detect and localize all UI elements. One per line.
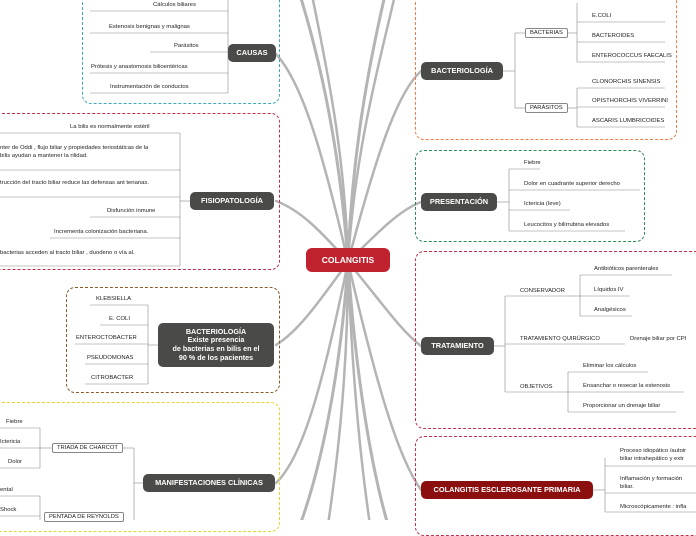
objetivos-label[interactable]: OBJETIVOS bbox=[520, 384, 553, 390]
esclerosante-node[interactable]: COLANGITIS ESCLEROSANTE PRIMARIA bbox=[421, 481, 593, 499]
tratamiento-node[interactable]: TRATAMIENTO bbox=[421, 337, 494, 355]
pentada-item[interactable]: Shock bbox=[0, 507, 17, 513]
causas-item[interactable]: Prótesis y anastomosis bilioentéricas bbox=[91, 64, 188, 70]
triada-item[interactable]: Ictericia bbox=[0, 439, 21, 445]
bacteriologia-left-group-box bbox=[66, 287, 280, 393]
quirurgico-item[interactable]: Drenaje biliar por CPI bbox=[630, 336, 687, 342]
esclerosante-item[interactable]: Inflamación y formación biliar. bbox=[620, 476, 683, 490]
conservador-item[interactable]: Líquidos IV bbox=[594, 287, 624, 293]
triada-item[interactable]: Dolor bbox=[8, 459, 23, 465]
fisiopatologia-item[interactable]: nter de Oddi , flujo biliar y propiedade… bbox=[0, 145, 149, 159]
fisiopatologia-node[interactable]: FISIOPATOLOGÍA bbox=[190, 192, 274, 210]
esclerosante-item[interactable]: Proceso idiopático /autoir biliar intrah… bbox=[620, 448, 687, 462]
connector-lines bbox=[0, 0, 696, 520]
fisiopatologia-item[interactable]: Incrementa colonización bacteriana. bbox=[54, 229, 149, 235]
triada-item[interactable]: Fiebre bbox=[6, 419, 23, 425]
causas-item[interactable]: Cálculos biliares bbox=[153, 2, 196, 8]
pentada-reynolds-label[interactable]: PENTADA DE REYNOLDS bbox=[44, 512, 124, 522]
fisiopatologia-item[interactable]: La bilis es normalmente estéril bbox=[70, 124, 150, 130]
objetivos-item[interactable]: Eliminar los cálculos bbox=[583, 363, 637, 369]
presentacion-item[interactable]: Ictericia (leve) bbox=[524, 201, 561, 207]
fisiopatologia-item[interactable]: trucción del tracto biliar reduce las de… bbox=[0, 180, 149, 186]
pentada-item[interactable]: ental bbox=[0, 487, 13, 493]
manifestaciones-node[interactable]: MANIFESTACIONES CLÍNICAS bbox=[143, 474, 275, 492]
presentacion-node[interactable]: PRESENTACIÓN bbox=[421, 193, 497, 211]
quirurgico-label[interactable]: TRATAMIENTO QUIRÚRGICO bbox=[520, 336, 600, 342]
causas-item[interactable]: Instrumentación de conductos bbox=[110, 84, 189, 90]
causas-node[interactable]: CAUSAS bbox=[228, 44, 276, 62]
conservador-item[interactable]: Analgésicos bbox=[594, 307, 626, 313]
presentacion-item[interactable]: Fiebre bbox=[524, 160, 541, 166]
bacterias-item[interactable]: E.COLI bbox=[592, 13, 612, 19]
fisiopatologia-item[interactable]: bacterias acceden al tracto biliar , duo… bbox=[0, 250, 135, 256]
esclerosante-item[interactable]: Microscópicamente : infla bbox=[620, 504, 687, 510]
objetivos-item[interactable]: Ensanchar o resecar la estenosis bbox=[583, 383, 671, 389]
bacterias-label[interactable]: BACTERIAS bbox=[525, 28, 568, 38]
bacterias-item[interactable]: BACTEROIDES bbox=[592, 33, 635, 39]
parasitos-item[interactable]: ASCARIS LUMBRICOIDES bbox=[592, 118, 665, 124]
bacteria-item[interactable]: CITROBACTER bbox=[91, 375, 134, 381]
bacteria-item[interactable]: E. COLI bbox=[109, 316, 130, 322]
fisiopatologia-group-box bbox=[0, 113, 280, 270]
conservador-item[interactable]: Antibióticos parenterales bbox=[594, 266, 659, 272]
bacteria-item[interactable]: KLEBSIELLA bbox=[96, 296, 132, 302]
bacterias-item[interactable]: ENTEROCOCCUS FAECALIS bbox=[592, 53, 672, 59]
bacteriologia-right-node[interactable]: BACTERIOLOGÍA bbox=[421, 62, 503, 80]
parasitos-item[interactable]: OPISTHORCHIS VIVERRINI bbox=[592, 98, 668, 104]
presentacion-group-box bbox=[415, 150, 645, 242]
bacteria-item[interactable]: ENTEROCTOBACTER bbox=[76, 335, 137, 341]
presentacion-item[interactable]: Dolor en cuadrante superior derecho bbox=[524, 181, 620, 187]
parasitos-label[interactable]: PARÁSITOS bbox=[525, 103, 568, 113]
triada-charcot-label[interactable]: TRIADA DE CHARCOT bbox=[52, 443, 123, 453]
conservador-label[interactable]: CONSERVADOR bbox=[520, 288, 565, 294]
objetivos-item[interactable]: Proporcionar un drenaje biliar bbox=[583, 403, 661, 409]
bacteriologia-right-group-box bbox=[415, 0, 677, 140]
bacteriologia-left-node[interactable]: BACTERIOLOGÍA Existe presencia de bacter… bbox=[158, 323, 274, 367]
causas-item[interactable]: Parásitos bbox=[174, 43, 199, 49]
causas-item[interactable]: Estenosis benignas y malignas bbox=[109, 24, 190, 30]
causas-group-box bbox=[82, 0, 280, 104]
manifestaciones-group-box bbox=[0, 402, 280, 532]
central-topic[interactable]: COLANGITIS bbox=[306, 248, 390, 272]
bacteria-item[interactable]: PSEUDOMONAS bbox=[87, 355, 134, 361]
presentacion-item[interactable]: Leucocitos y bilirrubina elevados bbox=[524, 222, 610, 228]
fisiopatologia-item[interactable]: Disfunción inmune bbox=[107, 208, 156, 214]
parasitos-item[interactable]: CLONORCHIS SINENSIS bbox=[592, 79, 661, 85]
tratamiento-group-box bbox=[415, 251, 696, 429]
